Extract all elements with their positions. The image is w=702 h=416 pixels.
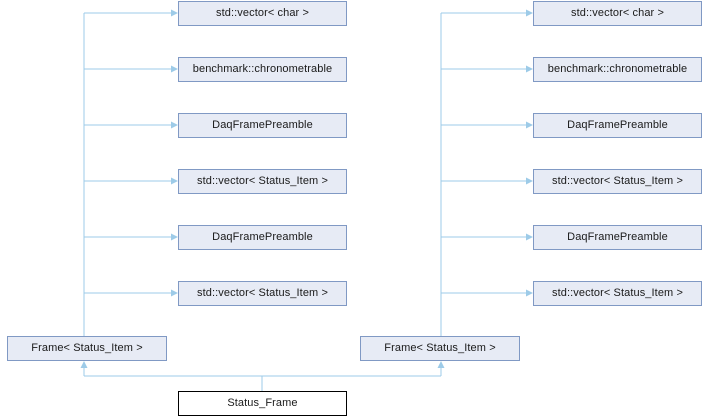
class-node[interactable]: benchmark::chronometrable [178,57,347,82]
class-node-label: std::vector< Status_Item > [552,175,683,187]
class-node[interactable]: Frame< Status_Item > [360,336,520,361]
class-node[interactable]: Frame< Status_Item > [7,336,167,361]
class-node[interactable]: std::vector< Status_Item > [533,281,702,306]
class-node[interactable]: std::vector< Status_Item > [178,169,347,194]
class-node[interactable]: Status_Frame [178,391,347,416]
class-node-label: std::vector< char > [571,7,664,19]
class-node[interactable]: std::vector< char > [533,1,702,26]
class-node-label: Status_Frame [227,397,298,409]
class-node-label: Frame< Status_Item > [384,342,496,354]
class-node[interactable]: DaqFramePreamble [178,225,347,250]
class-node[interactable]: std::vector< Status_Item > [533,169,702,194]
class-node-label: std::vector< char > [216,7,309,19]
class-node-label: DaqFramePreamble [567,119,668,131]
class-node-label: std::vector< Status_Item > [197,175,328,187]
class-node-label: std::vector< Status_Item > [552,287,683,299]
class-node[interactable]: DaqFramePreamble [533,113,702,138]
class-node[interactable]: benchmark::chronometrable [533,57,702,82]
class-node[interactable]: std::vector< Status_Item > [178,281,347,306]
class-node[interactable]: DaqFramePreamble [178,113,347,138]
class-node-label: benchmark::chronometrable [547,63,688,75]
class-node-label: std::vector< Status_Item > [197,287,328,299]
class-node-label: DaqFramePreamble [212,119,313,131]
class-node-label: DaqFramePreamble [212,231,313,243]
class-node-label: benchmark::chronometrable [192,63,333,75]
class-node[interactable]: std::vector< char > [178,1,347,26]
class-node[interactable]: DaqFramePreamble [533,225,702,250]
class-node-label: DaqFramePreamble [567,231,668,243]
class-node-label: Frame< Status_Item > [31,342,143,354]
